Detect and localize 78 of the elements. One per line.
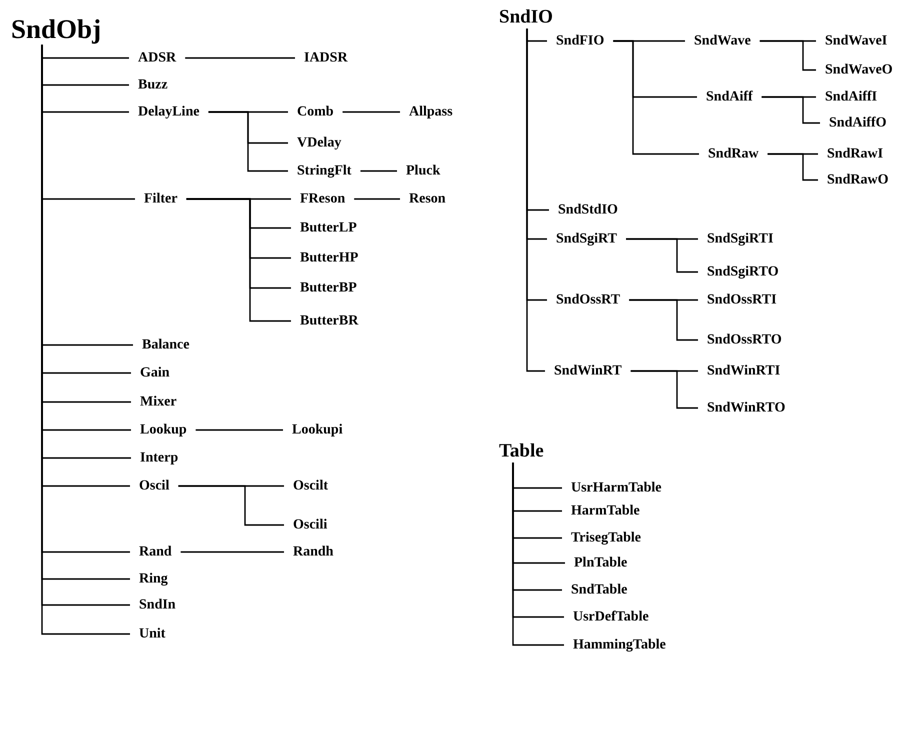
- class-name: SndRawI: [826, 146, 884, 162]
- class-name: SndIn: [138, 597, 177, 613]
- class-name: SndWinRTO: [706, 400, 786, 416]
- class-name: SndWaveO: [824, 62, 894, 78]
- class-name: SndTable: [570, 582, 628, 598]
- tree-connector: [613, 40, 699, 155]
- class-name: SndWave: [693, 33, 752, 49]
- tree-connector: [512, 462, 564, 646]
- class-name: Oscil: [138, 478, 170, 494]
- class-name: ButterBP: [299, 280, 358, 296]
- class-name: Randh: [292, 544, 334, 560]
- class-name: VDelay: [296, 135, 342, 151]
- class-name: Mixer: [139, 394, 178, 410]
- class-name: SndSgiRTI: [706, 231, 774, 247]
- class-name: StringFlt: [296, 163, 352, 179]
- class-name: SndSgiRTO: [706, 264, 780, 280]
- tree-connector: [208, 111, 288, 172]
- class-name: Lookupi: [291, 422, 344, 438]
- tree-connector: [186, 198, 291, 322]
- class-name: SndWinRTI: [706, 363, 782, 379]
- class-name: SndAiff: [705, 89, 754, 105]
- tree-connector: [526, 28, 545, 372]
- tree-connector: [768, 153, 818, 181]
- class-name: UsrDefTable: [572, 609, 650, 625]
- class-name: ButterBR: [299, 313, 360, 329]
- tree-connector: [626, 238, 698, 273]
- class-name: Gain: [139, 365, 171, 381]
- class-name: Ring: [138, 571, 169, 587]
- tree-connector: [762, 96, 820, 124]
- class-name: SndRaw: [707, 146, 760, 162]
- class-name: Lookup: [139, 422, 188, 438]
- class-name: ButterHP: [299, 250, 360, 266]
- root-class-name: Table: [498, 442, 545, 462]
- tree-connector: [196, 429, 283, 431]
- tree-connector: [629, 299, 698, 341]
- class-name: SndOssRT: [555, 292, 622, 308]
- tree-connector: [185, 57, 295, 59]
- class-name: Filter: [143, 191, 178, 207]
- class-name: Balance: [141, 337, 190, 353]
- class-name: SndWaveI: [824, 33, 888, 49]
- class-name: Buzz: [137, 77, 169, 93]
- class-name: SndFIO: [555, 33, 606, 49]
- class-name: ADSR: [137, 50, 178, 66]
- tree-connector: [178, 485, 284, 526]
- tree-connector: [760, 40, 816, 71]
- class-name: PlnTable: [573, 555, 628, 571]
- class-name: SndAiffO: [828, 115, 888, 131]
- class-name: Rand: [138, 544, 173, 560]
- class-name: FReson: [299, 191, 346, 207]
- class-name: Allpass: [408, 104, 454, 120]
- class-name: UsrHarmTable: [570, 480, 662, 496]
- root-class-name: SndIO: [498, 8, 554, 28]
- class-name: DelayLine: [137, 104, 200, 120]
- class-name: SndRawO: [826, 172, 890, 188]
- class-name: Unit: [138, 626, 166, 642]
- class-name: HarmTable: [570, 503, 641, 519]
- class-name: IADSR: [303, 50, 349, 66]
- tree-connector: [360, 170, 397, 172]
- class-name: Interp: [139, 450, 180, 466]
- class-name: SndOssRTI: [706, 292, 778, 308]
- class-name: ButterLP: [299, 220, 358, 236]
- class-name: Pluck: [405, 163, 442, 179]
- class-name: SndWinRT: [553, 363, 623, 379]
- class-name: SndOssRTO: [706, 332, 783, 348]
- tree-connector: [630, 370, 698, 409]
- class-name: Oscili: [292, 517, 328, 533]
- tree-connector: [180, 551, 284, 553]
- class-name: SndAiffI: [824, 89, 878, 105]
- tree-connector: [342, 111, 400, 113]
- class-name: Oscilt: [292, 478, 329, 494]
- class-name: HammingTable: [572, 637, 667, 653]
- tree-connector: [354, 198, 400, 200]
- class-name: SndStdIO: [557, 202, 619, 218]
- root-class-name: SndObj: [10, 15, 102, 45]
- class-name: SndSgiRT: [555, 231, 618, 247]
- class-name: Comb: [296, 104, 335, 120]
- class-name: Reson: [408, 191, 447, 207]
- class-name: TrisegTable: [570, 530, 642, 546]
